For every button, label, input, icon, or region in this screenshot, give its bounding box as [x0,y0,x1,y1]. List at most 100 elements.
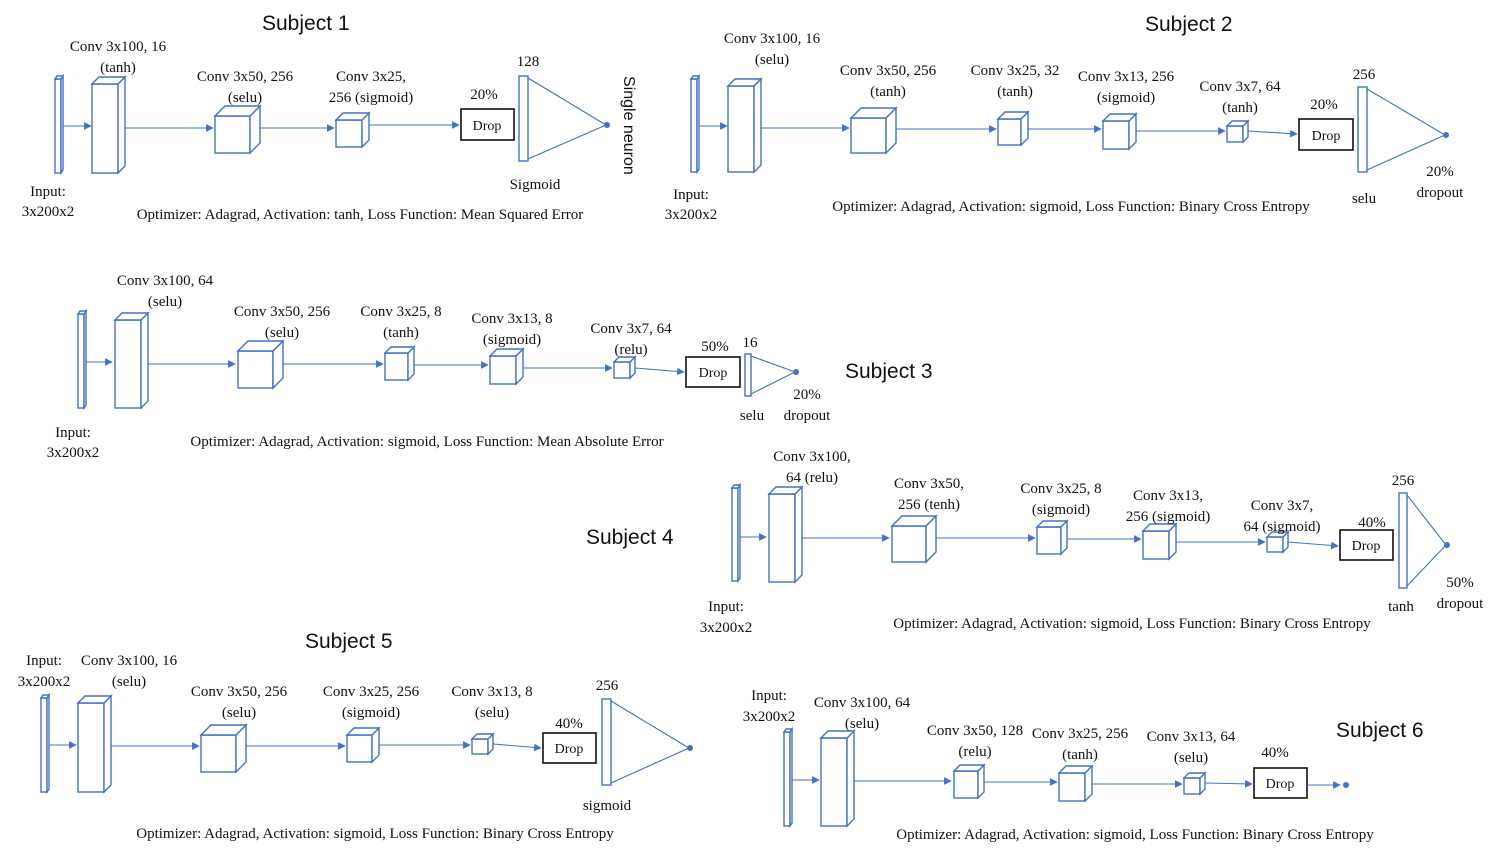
conv-label: Conv 3x13, 8 [451,684,532,700]
conv-activation: (selu) [755,52,789,68]
conv-label: Conv 3x25, 256 [323,684,420,700]
conv-label: Conv 3x100, 16 [724,31,821,47]
output-neuron [604,122,610,128]
conv-label: Conv 3x7, 64 [590,321,672,337]
conv-activation: (selu) [228,90,262,106]
dense-activation: Sigmoid [510,177,561,193]
conv-activation: 256 (tenh) [898,497,960,513]
input-shape: 3x200x2 [47,445,100,461]
conv-label: Conv 3x13, 8 [471,311,552,327]
conv-block [1101,112,1138,151]
conv-activation: (tanh) [383,325,419,341]
dropout-box [685,356,741,388]
dense-units: 256 [1353,67,1376,83]
conv-activation: 256 (sigmoid) [329,90,414,106]
summary-text: Optimizer: Adagrad, Activation: tanh, Lo… [137,207,584,223]
dense-activation: tanh [1388,599,1414,615]
conv-label: Conv 3x50, 256 [197,69,294,85]
conv-label: Conv 3x25, 8 [360,304,441,320]
conv-activation: (selu) [475,705,509,721]
dropout-rate: 50% [701,339,729,355]
input-layer [689,73,701,175]
conv-block [1141,522,1178,561]
conv-activation: (tanh) [870,84,906,100]
conv-label: Conv 3x13, [1133,488,1203,504]
conv-activation: (sigmoid) [483,332,541,348]
conv-block [890,514,938,564]
conv-activation: (tanh) [100,60,136,76]
summary-text: Optimizer: Adagrad, Activation: sigmoid,… [893,616,1371,632]
dropout-label: Drop [1352,539,1381,554]
dense-units: 256 [596,678,619,694]
conv-block [488,347,525,386]
conv-activation: (relu) [958,744,991,760]
conv-activation: (selu) [265,325,299,341]
conv-label: Conv 3x25, [336,69,406,85]
conv-label: Conv 3x7, [1251,498,1314,514]
output-neuron [1443,132,1449,138]
conv-block [199,723,248,774]
conv-label: Conv 3x25, 256 [1032,726,1129,742]
output-dropout: 20% [793,387,821,403]
conv-activation: 256 (sigmoid) [1126,509,1211,525]
dropout-label: Drop [699,366,728,381]
conv-activation: 64 (sigmoid) [1243,519,1320,535]
conv-label: Conv 3x25, 8 [1020,481,1101,497]
conv-block [383,345,416,382]
output-dropout-word: dropout [784,408,831,424]
summary-text: Optimizer: Adagrad, Activation: sigmoid,… [190,434,663,450]
dropout-box [1339,529,1394,561]
input-layer [53,73,65,176]
conv-label: Conv 3x100, 16 [70,39,167,55]
dropout-box [1298,118,1354,151]
subject-1-panel: Subject 1 Conv 3x100, [22,12,637,223]
conv-activation: (selu) [222,705,256,721]
conv-block [1265,530,1290,554]
output-neuron [687,745,693,751]
conv-label: Conv 3x50, [894,476,964,492]
subject-4-panel: Subject 4 [586,449,1484,636]
conv-label: Conv 3x50, 256 [234,304,331,320]
conv-block [90,75,127,175]
subject-title: Subject 6 [1336,719,1424,742]
conv-label: Conv 3x50, 256 [191,684,288,700]
conv-label: Conv 3x13, 256 [1078,69,1175,85]
conv-label: Conv 3x100, 64 [814,695,911,711]
input-shape: 3x200x2 [22,204,75,220]
conv-block [470,732,495,756]
conv-activation: (tanh) [1222,100,1258,116]
conv-block [76,694,113,794]
input-label: Input: [673,187,709,203]
subject-5-panel: Subject 5 [18,630,693,842]
conv-block [334,111,371,149]
dropout-label: Drop [555,742,584,757]
output-dropout-word: dropout [1417,185,1464,201]
conv-label: Conv 3x100, [773,449,851,465]
dropout-box [1253,767,1308,799]
conv-block [1225,119,1250,144]
conv-block [213,104,262,155]
conv-block [996,110,1030,147]
conv-block [726,77,763,174]
dense-units: 128 [517,54,540,70]
input-label: Input: [751,688,787,704]
dropout-box [460,108,515,141]
conv-block [236,339,285,390]
dropout-label: Drop [1312,129,1341,144]
summary-text: Optimizer: Adagrad, Activation: sigmoid,… [832,199,1310,215]
subject-title: Subject 3 [845,360,933,383]
dense-activation: sigmoid [583,798,632,814]
conv-activation: 64 (relu) [786,470,838,486]
output-dropout: 50% [1446,575,1474,591]
input-shape: 3x200x2 [700,620,753,636]
dropout-label: Drop [473,119,502,134]
input-shape: 3x200x2 [743,709,796,725]
subject-title: Subject 5 [305,630,393,653]
input-label: Input: [26,653,62,669]
summary-text: Optimizer: Adagrad, Activation: sigmoid,… [896,827,1374,843]
conv-activation: (sigmoid) [1097,90,1155,106]
conv-block [345,726,381,764]
conv-block [849,106,898,155]
dropout-rate: 40% [555,716,583,732]
conv-label: Conv 3x50, 256 [840,63,937,79]
